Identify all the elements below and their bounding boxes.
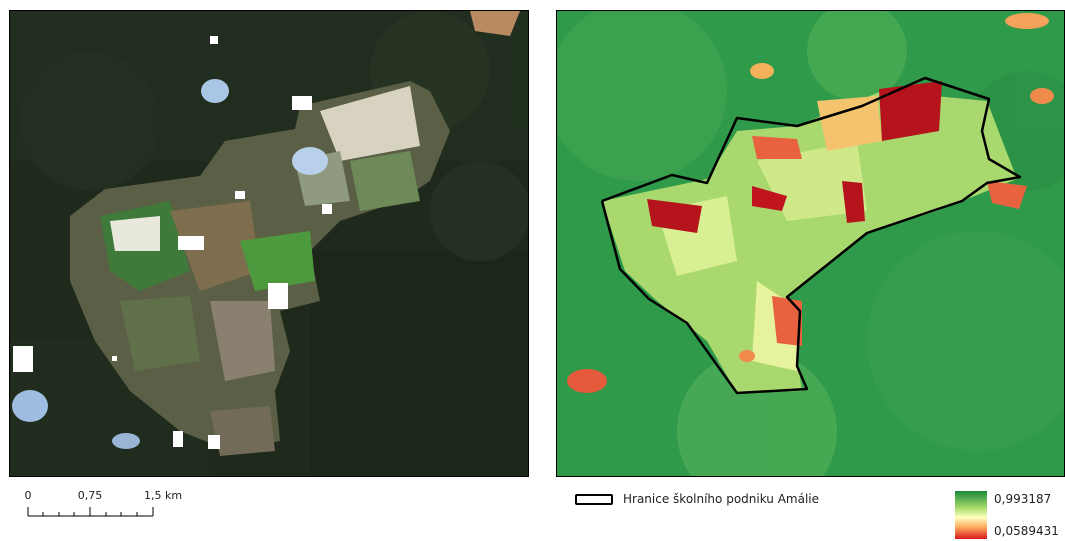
scale-label-mid: 0,75 [77,489,103,502]
true-color-map [9,10,529,477]
true-color-raster [10,11,528,476]
scale-bar: 0 0,75 1,5 km [18,489,182,529]
index-raster [557,11,1064,476]
scale-label-end: 1,5 km [143,489,183,502]
ramp-max-label: 0,993187 [994,492,1052,506]
farm-boundary-outline [600,76,1022,395]
boundary-legend-label: Hranice školního podniku Amálie [623,492,820,506]
scale-bar-graphic [27,507,154,517]
color-ramp [955,491,987,539]
boundary-swatch [575,493,613,505]
boundary-legend: Hranice školního podniku Amálie [575,491,819,507]
index-map [556,10,1065,477]
scale-label-start: 0 [24,489,32,502]
ramp-min-label: 0,0589431 [994,524,1059,538]
